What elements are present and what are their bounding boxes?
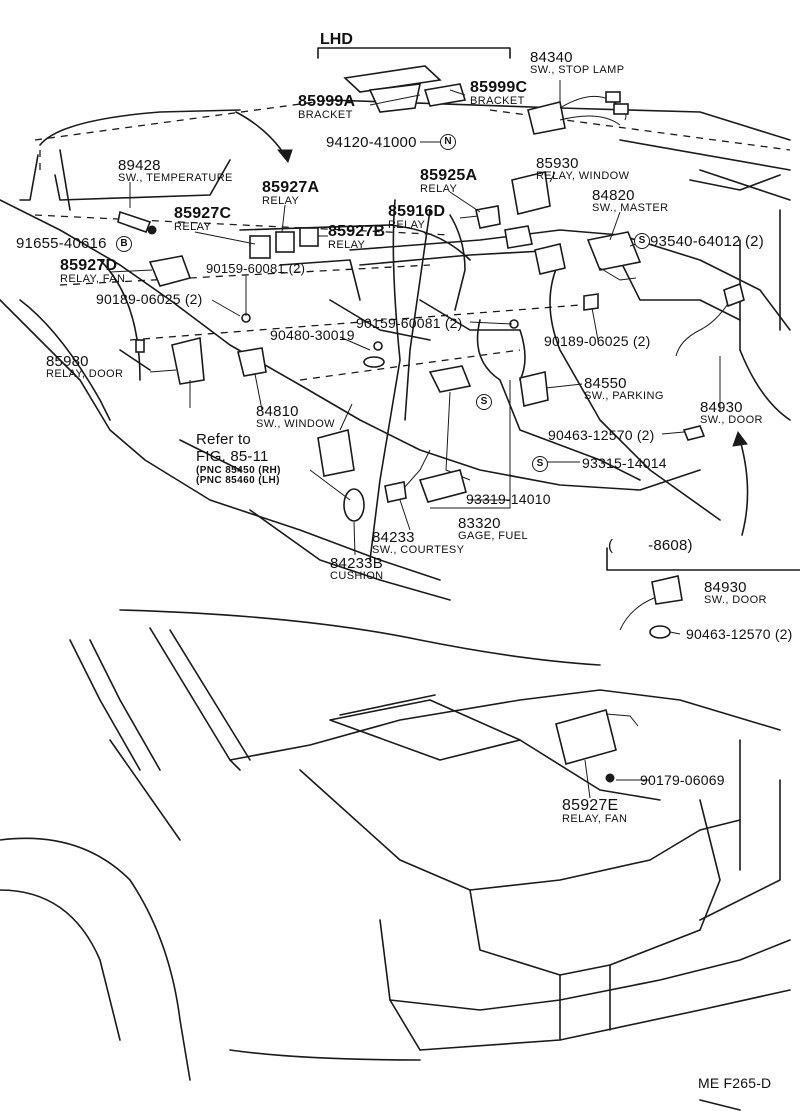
part-number: 84233	[372, 529, 415, 546]
refer-line-4: (PNC 85460 (LH)	[196, 475, 280, 486]
callout-93540-64012[interactable]: 93540-64012 (2)	[650, 233, 764, 250]
callout-91655-40616[interactable]: 91655-40616	[16, 235, 107, 252]
callout-90179-06069[interactable]: 90179-06069	[640, 772, 725, 788]
part-description: RELAY, DOOR	[46, 368, 124, 380]
callout-90463-12570-b[interactable]: 90463-12570 (2)	[686, 626, 793, 642]
callout-84233B[interactable]: 84233B CUSHION	[330, 556, 384, 582]
part-description: RELAY, FAN	[60, 273, 126, 285]
part-number: 85980	[46, 353, 89, 370]
callout-85980[interactable]: 85980 RELAY, DOOR	[46, 354, 123, 380]
part-number: 84340	[530, 49, 573, 66]
part-number: 85916D	[388, 203, 446, 220]
callout-90159-60081-b[interactable]: 90159-60081 (2)	[356, 315, 463, 331]
callout-93319-14010[interactable]: 93319-14010	[466, 491, 551, 507]
variant-label: LHD	[320, 31, 353, 48]
callout-89428[interactable]: 89428 SW., TEMPERATURE	[118, 158, 233, 184]
callout-84930-upper[interactable]: 84930 SW., DOOR	[700, 400, 763, 426]
callout-90189-06025-a[interactable]: 90189-06025 (2)	[96, 291, 203, 307]
part-number: 85930	[536, 155, 579, 172]
part-number: 84810	[256, 403, 299, 420]
part-number: 83320	[458, 515, 501, 532]
callout-93315-14014[interactable]: 93315-14014	[582, 455, 667, 471]
part-number: 84550	[584, 375, 627, 392]
s-symbol-icon: S	[532, 456, 548, 472]
callout-90463-12570-a[interactable]: 90463-12570 (2)	[548, 427, 655, 443]
refer-line-2[interactable]: FIG. 85-11	[196, 448, 269, 465]
callout-84340[interactable]: 84340 SW., STOP LAMP	[530, 50, 624, 76]
callout-83320[interactable]: 83320 GAGE, FUEL	[458, 516, 528, 542]
callout-85927E[interactable]: 85927E RELAY, FAN	[562, 798, 627, 825]
callout-85999C[interactable]: 85999C BRACKET	[470, 80, 527, 107]
s-symbol-icon: S	[634, 233, 650, 249]
n-symbol-icon: N	[440, 134, 456, 150]
callout-85999A[interactable]: 85999A BRACKET	[298, 94, 355, 121]
part-description: RELAY	[174, 221, 212, 233]
part-number: 85927B	[328, 223, 386, 240]
part-number: 85927D	[60, 257, 118, 274]
part-number: 85927E	[562, 797, 619, 814]
callout-85925A[interactable]: 85925A RELAY	[420, 168, 477, 195]
callout-84820[interactable]: 84820 SW., MASTER	[592, 188, 669, 214]
refer-note: Refer to FIG. 85-11 (PNC 85450 (RH) (PNC…	[196, 432, 281, 486]
part-description: SW., DOOR	[704, 594, 767, 606]
refer-line-3: (PNC 85450 (RH)	[196, 465, 281, 476]
lower-car-body	[0, 609, 791, 1111]
component-sketches	[117, 65, 745, 783]
callout-85927B[interactable]: 85927B RELAY	[328, 224, 385, 251]
callout-85927D[interactable]: 85927D RELAY, FAN	[60, 258, 125, 285]
inset-separator	[606, 547, 800, 571]
part-description: RELAY, WINDOW	[536, 170, 630, 182]
part-description: RELAY	[262, 195, 300, 207]
part-number: 85999A	[298, 93, 356, 110]
part-number: 89428	[118, 157, 161, 174]
part-description: GAGE, FUEL	[458, 530, 529, 542]
part-description: BRACKET	[298, 109, 353, 121]
part-description: SW., TEMPERATURE	[118, 172, 233, 184]
part-number: 84930	[700, 399, 743, 416]
callout-85916D[interactable]: 85916D RELAY	[388, 204, 445, 231]
callout-90189-06025-b[interactable]: 90189-06025 (2)	[544, 333, 651, 349]
refer-line-1: Refer to	[196, 431, 251, 448]
callout-94120-41000[interactable]: 94120-41000	[326, 134, 417, 151]
callout-85927A[interactable]: 85927A RELAY	[262, 180, 319, 207]
part-description: SW., PARKING	[584, 390, 664, 402]
part-description: BRACKET	[470, 95, 525, 107]
callout-90159-60081-a[interactable]: 90159-60081 (2)	[206, 261, 306, 276]
s-symbol-icon: S	[476, 394, 492, 410]
part-description: RELAY	[328, 239, 366, 251]
part-number: 85925A	[420, 167, 478, 184]
part-number: 84820	[592, 187, 635, 204]
part-description: RELAY	[388, 219, 426, 231]
callout-85930[interactable]: 85930 RELAY, WINDOW	[536, 156, 629, 182]
part-description: SW., DOOR	[700, 414, 763, 426]
part-number: 85999C	[470, 79, 528, 96]
part-number: 84930	[704, 579, 747, 596]
part-description: SW., STOP LAMP	[530, 64, 625, 76]
callout-84810[interactable]: 84810 SW., WINDOW	[256, 404, 335, 430]
part-description: SW., COURTESY	[372, 544, 465, 556]
figure-code: ME F265-D	[698, 1075, 772, 1091]
part-description: CUSHION	[330, 570, 384, 582]
callout-84550[interactable]: 84550 SW., PARKING	[584, 376, 664, 402]
upper-body-outline	[0, 99, 791, 601]
part-number: 85927A	[262, 179, 320, 196]
part-description: RELAY	[420, 183, 458, 195]
callout-84930-lower[interactable]: 84930 SW., DOOR	[704, 580, 767, 606]
callout-90480-30019[interactable]: 90480-30019	[270, 327, 355, 343]
part-description: RELAY, FAN	[562, 813, 628, 825]
callout-85927C[interactable]: 85927C RELAY	[174, 206, 231, 233]
part-number: 85927C	[174, 205, 232, 222]
callout-range-8608: ( -8608)	[608, 537, 693, 554]
b-symbol-icon: B	[116, 236, 132, 252]
part-description: SW., MASTER	[592, 202, 669, 214]
part-description: SW., WINDOW	[256, 418, 335, 430]
lhd-bracket	[317, 47, 511, 59]
callout-84233[interactable]: 84233 SW., COURTESY	[372, 530, 464, 556]
direction-arrows	[235, 111, 749, 536]
part-number: 84233B	[330, 555, 383, 572]
